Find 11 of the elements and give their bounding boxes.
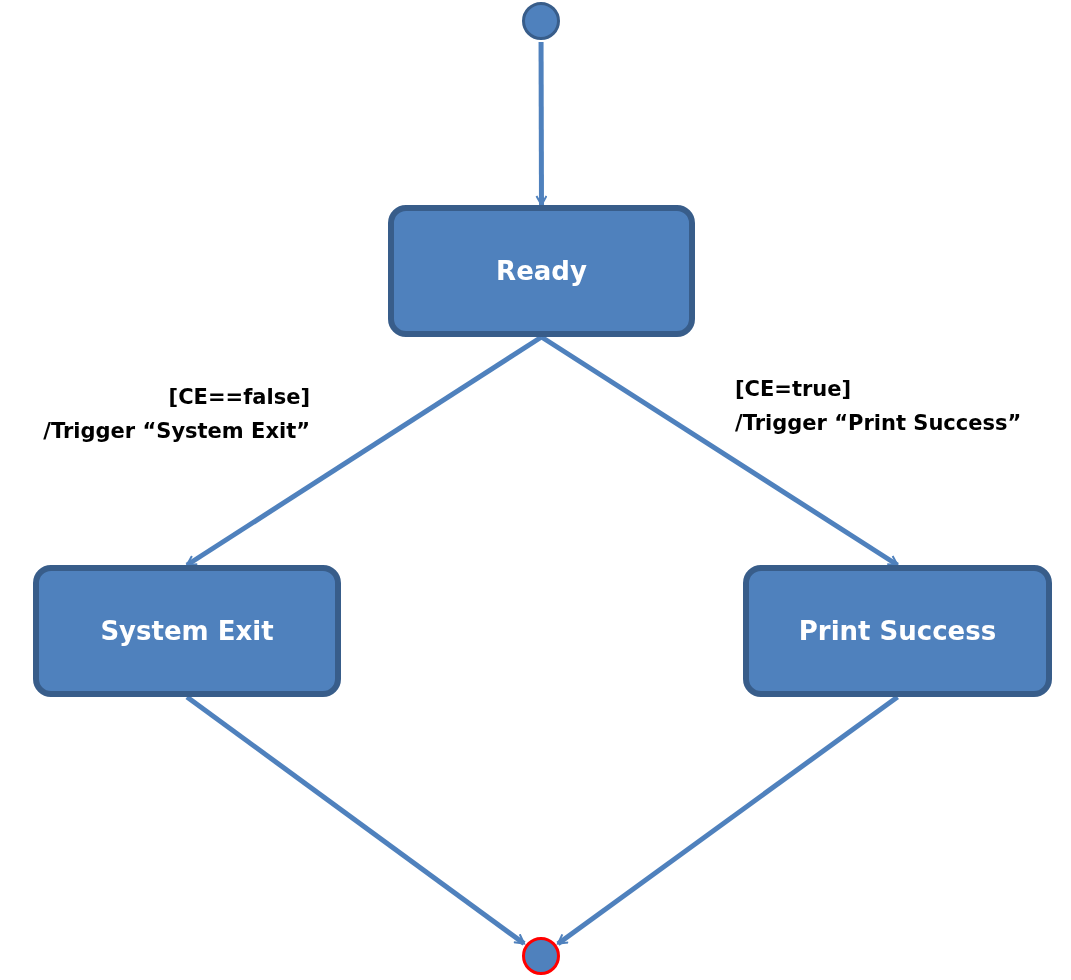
arrow <box>535 42 548 206</box>
state-box <box>743 565 1052 697</box>
arrow <box>185 334 543 568</box>
arrow <box>540 334 899 568</box>
state-name: System Exit <box>100 614 274 648</box>
state-box <box>33 565 341 697</box>
arrow <box>556 694 899 946</box>
state-name: Print Success <box>798 614 997 648</box>
state-name: Ready <box>496 254 587 288</box>
arrow <box>185 695 526 946</box>
state-box <box>388 205 695 337</box>
